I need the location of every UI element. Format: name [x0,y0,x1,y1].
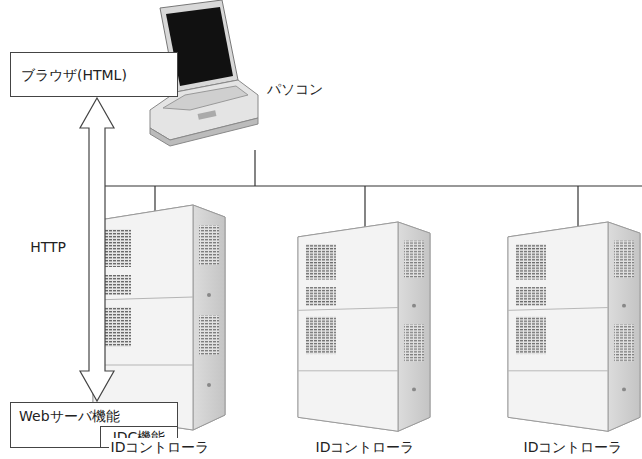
double-arrow [80,98,114,401]
protocol-label: HTTP [28,238,68,256]
controller-label: IDコントローラ [109,438,212,456]
node-label: ブラウザ(HTML) [21,66,167,84]
controller-label: IDコントローラ [314,438,417,456]
node-label: Webサーバ機能 [19,407,169,425]
device-label: パソコン [265,80,325,98]
controller-label: IDコントローラ [522,438,625,456]
component-box: ブラウザ(HTML) [10,52,178,97]
